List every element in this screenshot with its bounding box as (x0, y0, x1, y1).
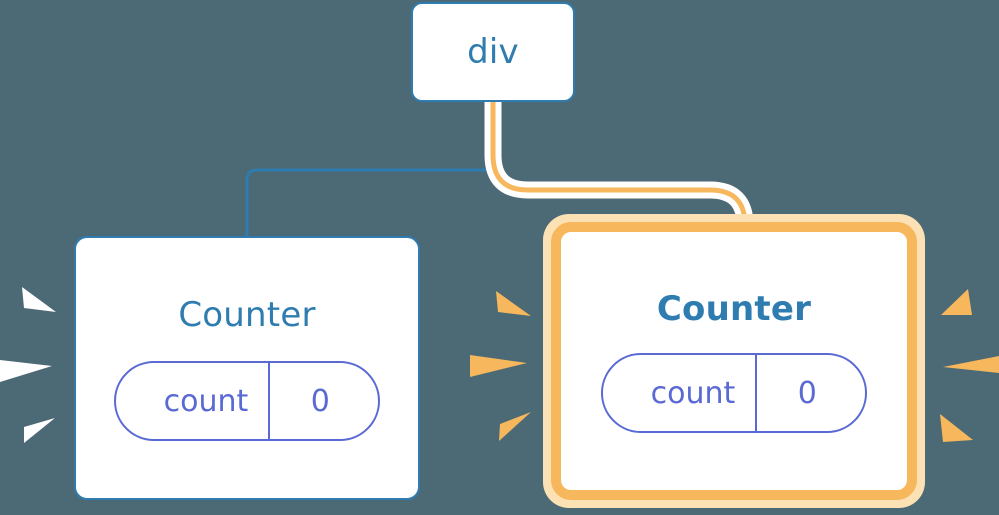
node-div[interactable]: div (411, 2, 575, 102)
state-key: count (650, 375, 736, 411)
node-counter-right-label: Counter (656, 289, 812, 329)
node-div-label: div (467, 32, 519, 72)
sparkles-right-counter-right (940, 289, 999, 442)
sparkles-left-counter-left (0, 287, 56, 443)
state-pill-counter-left: count 0 (113, 361, 381, 441)
state-key: count (163, 383, 249, 419)
node-counter-right[interactable]: Counter count 0 (551, 222, 917, 500)
state-value: 0 (755, 355, 865, 431)
node-counter-right-glow: Counter count 0 (543, 214, 925, 508)
state-pill-counter-right: count 0 (600, 353, 868, 433)
edge-root-to-right-counter (490, 102, 748, 252)
node-counter-left[interactable]: Counter count 0 (74, 236, 420, 500)
sparkles-right-counter-left (470, 291, 531, 441)
state-value: 0 (268, 363, 378, 439)
node-counter-left-label: Counter (178, 295, 316, 335)
